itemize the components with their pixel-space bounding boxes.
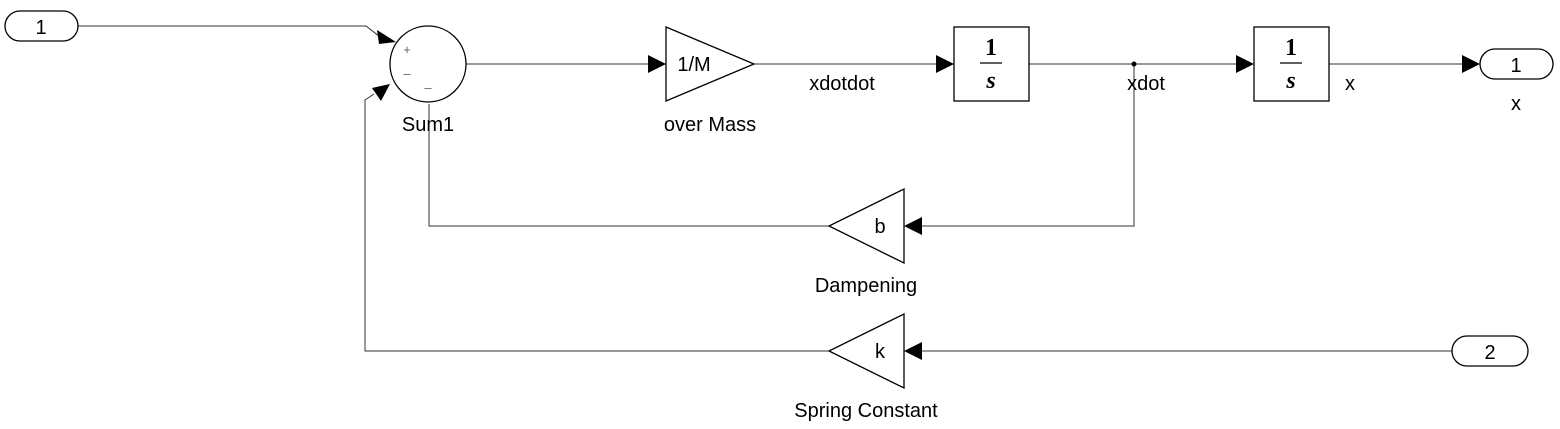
arrowhead-sum-plus <box>377 30 396 44</box>
arrowhead-outport <box>1462 55 1480 73</box>
inport-1[interactable]: 1 <box>4 10 79 42</box>
gain-over-mass[interactable]: 1/M <box>665 26 756 102</box>
integrator-2[interactable]: 1 s <box>1253 26 1330 102</box>
inport-2-number: 2 <box>1484 342 1495 364</box>
gain-dampening-label: Dampening <box>815 275 917 297</box>
sum-sign-2: – <box>403 66 411 81</box>
gain-spring-constant-value: k <box>875 341 886 363</box>
branch-point <box>1131 61 1137 67</box>
wire-inport1-to-sum[interactable] <box>78 25 385 41</box>
arrowhead-spring <box>904 342 922 360</box>
gain-spring-constant[interactable]: k <box>827 312 905 390</box>
signal-label-xdot: xdot <box>1127 73 1165 95</box>
wire-xdot-branch-to-dampening[interactable] <box>922 64 1135 227</box>
wire-spring-to-sum[interactable] <box>364 93 829 352</box>
wire-dampening-to-sum[interactable] <box>428 104 829 227</box>
integrator-2-numerator: 1 <box>1285 35 1297 61</box>
gain-dampening-value: b <box>874 216 885 238</box>
sum-block[interactable]: + – – <box>389 25 467 103</box>
integrator-1-denominator: s <box>985 68 995 94</box>
arrowhead-dampening <box>904 217 922 235</box>
gain-spring-constant-label: Spring Constant <box>794 400 938 422</box>
sum-sign-1: + <box>403 42 411 57</box>
inport-1-number: 1 <box>35 17 46 39</box>
integrator-2-denominator: s <box>1285 68 1295 94</box>
arrowhead-gain-mass <box>648 55 666 73</box>
integrator-1-numerator: 1 <box>985 35 997 61</box>
gain-over-mass-label: over Mass <box>664 114 756 136</box>
arrowhead-integrator1 <box>936 55 954 73</box>
signal-label-x: x <box>1345 73 1355 95</box>
inport-2[interactable]: 2 <box>1451 335 1529 367</box>
sum-sign-3: – <box>424 80 432 95</box>
arrowhead-integrator2 <box>1236 55 1254 73</box>
gain-dampening[interactable]: b <box>827 187 905 265</box>
signal-label-xdotdot: xdotdot <box>809 73 875 95</box>
gain-over-mass-value: 1/M <box>677 54 710 76</box>
outport-1-label: x <box>1511 93 1521 115</box>
outport-1[interactable]: 1 <box>1479 48 1554 80</box>
outport-1-number: 1 <box>1510 55 1521 77</box>
sum-block-label: Sum1 <box>402 114 454 136</box>
integrator-1[interactable]: 1 s <box>953 26 1030 102</box>
arrowhead-sum-minus-left <box>372 84 390 101</box>
